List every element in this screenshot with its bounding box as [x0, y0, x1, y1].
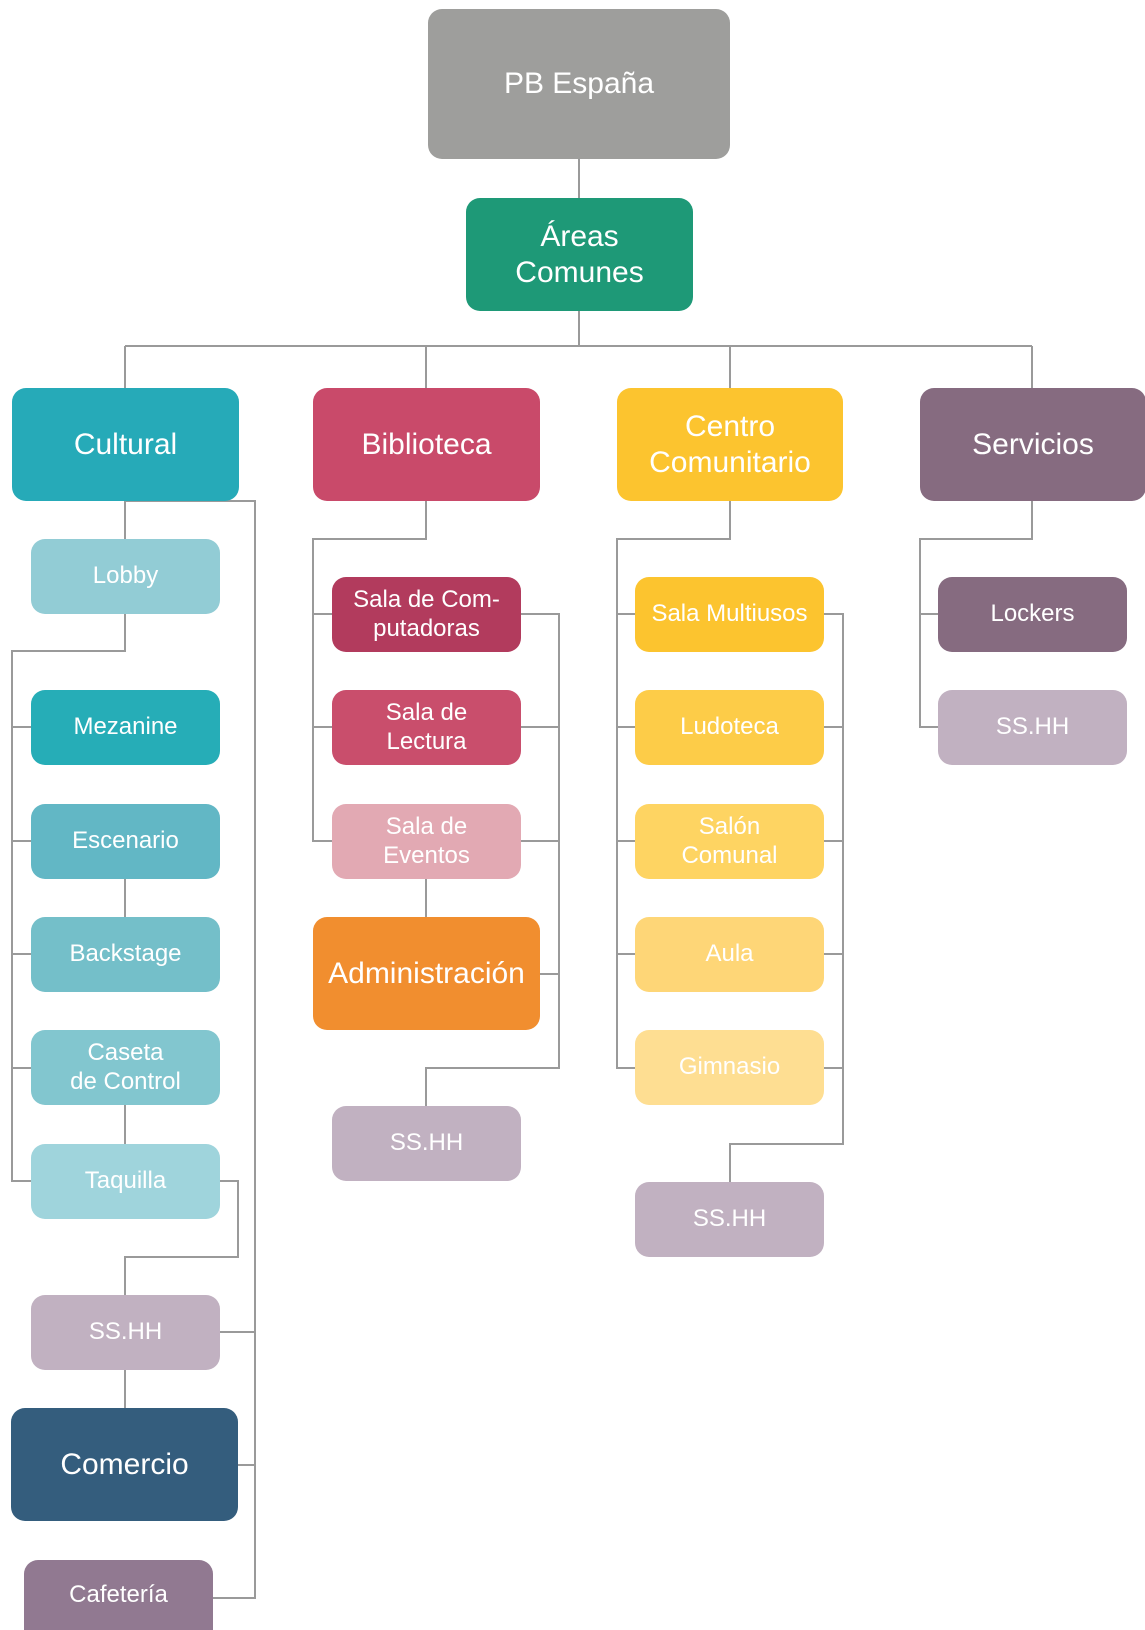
node-caseta-de-control: Caseta de Control — [31, 1030, 220, 1105]
node-sala-de-computadoras: Sala de Com- putadoras — [332, 577, 521, 652]
node-sala-de-lectura: Sala de Lectura — [332, 690, 521, 765]
node-lobby: Lobby — [31, 539, 220, 614]
category-centro-comunitario: Centro Comunitario — [617, 388, 843, 501]
node-salon-comunal: Salón Comunal — [635, 804, 824, 879]
connector-line — [919, 501, 1033, 728]
node-mezanine: Mezanine — [31, 690, 220, 765]
node-cafeteria: Cafetería — [24, 1560, 213, 1630]
node-comercio: Comercio — [11, 1408, 238, 1521]
category-cultural: Cultural — [12, 388, 239, 501]
node-ludoteca: Ludoteca — [635, 690, 824, 765]
node-servicios-ss-hh: SS.HH — [938, 690, 1127, 765]
node-sala-de-eventos: Sala de Eventos — [332, 804, 521, 879]
connector-line — [616, 501, 731, 1069]
node-cultural-ss-hh: SS.HH — [31, 1295, 220, 1370]
node-escenario: Escenario — [31, 804, 220, 879]
category-servicios: Servicios — [920, 388, 1145, 501]
node-gimnasio: Gimnasio — [635, 1030, 824, 1105]
connector-line — [729, 613, 844, 1182]
node-administracion: Administración — [313, 917, 540, 1030]
node-biblioteca-ss-hh: SS.HH — [332, 1106, 521, 1181]
node-backstage: Backstage — [31, 917, 220, 992]
node-centro-ss-hh: SS.HH — [635, 1182, 824, 1257]
node-taquilla: Taquilla — [31, 1144, 220, 1219]
node-areas-comunes: Áreas Comunes — [466, 198, 693, 311]
node-lockers: Lockers — [938, 577, 1127, 652]
connector-line — [125, 500, 256, 1599]
root-node-pb-espana: PB España — [428, 9, 730, 159]
node-aula: Aula — [635, 917, 824, 992]
category-biblioteca: Biblioteca — [313, 388, 540, 501]
connector-line — [11, 614, 126, 1182]
connector-line — [425, 613, 560, 1106]
connector-line — [312, 501, 427, 842]
connector-line — [124, 1180, 239, 1295]
node-sala-multiusos: Sala Multiusos — [635, 577, 824, 652]
